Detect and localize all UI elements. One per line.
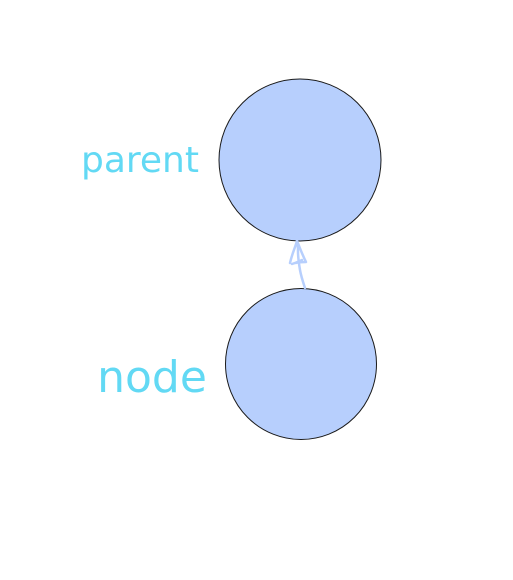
parent-node-circle[interactable] <box>218 78 382 242</box>
child-node-label: node <box>97 352 207 403</box>
arrow-head-left <box>288 239 299 265</box>
edge-arrow-node-to-parent <box>288 239 308 290</box>
child-node-circle[interactable] <box>225 288 377 440</box>
arrow-head-stroke <box>290 258 304 266</box>
parent-node-label: parent <box>81 140 199 181</box>
